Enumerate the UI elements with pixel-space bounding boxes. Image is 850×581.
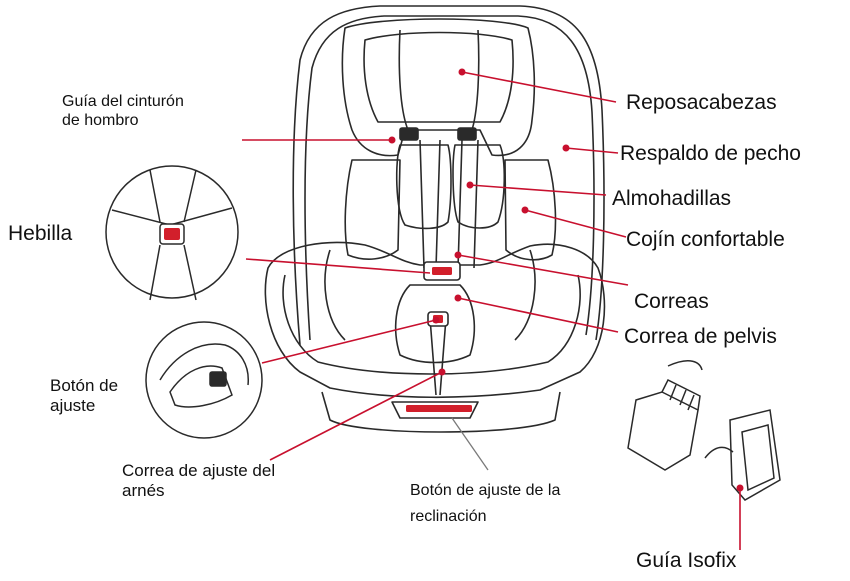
adjust-button-inset <box>145 321 263 439</box>
dot-guia-hombro <box>388 136 396 144</box>
label-correas: Correas <box>634 290 709 313</box>
label-cojin: Cojín confortable <box>626 228 785 251</box>
label-correa-pelvis: Correa de pelvis <box>624 325 777 348</box>
label-correa-arnes: Correa de ajuste del arnés <box>122 461 276 501</box>
label-hebilla: Hebilla <box>8 222 73 245</box>
leader-correas <box>457 254 629 286</box>
leader-correa-arnes <box>269 371 443 461</box>
leader-lines <box>242 71 741 550</box>
dot-correa-pelvis <box>454 294 462 302</box>
label-boton-reclinacion: Botón de ajuste de la reclinación <box>410 482 561 526</box>
dot-respaldo <box>562 144 570 152</box>
dot-reposacabezas <box>458 68 466 76</box>
label-reposacabezas: Reposacabezas <box>626 91 777 114</box>
leader-dots <box>388 68 744 492</box>
leader-cojin <box>524 209 627 238</box>
buckle-inset <box>105 165 239 301</box>
leader-almohadillas <box>469 184 607 196</box>
car-seat-illustration <box>264 5 606 433</box>
dot-correas <box>454 251 462 259</box>
leader-boton-ajuste <box>261 319 437 364</box>
dot-isofix <box>736 484 744 492</box>
leader-correa-pelvis <box>457 297 619 333</box>
label-respaldo: Respaldo de pecho <box>620 142 801 165</box>
dot-correa-arnes <box>438 368 446 376</box>
leader-respaldo <box>565 147 619 154</box>
dot-boton-ajuste <box>432 316 440 324</box>
dot-almohadillas <box>466 181 474 189</box>
isofix-illustration <box>627 360 781 501</box>
leader-hebilla <box>245 258 431 274</box>
label-guia-isofix: Guía Isofix <box>636 549 737 572</box>
label-boton-ajuste: Botón de ajuste <box>50 376 119 416</box>
label-guia-hombro: Guía del cinturón de hombro <box>62 93 184 129</box>
leader-boton-reclinacion <box>451 417 489 471</box>
dot-cojin <box>521 206 529 214</box>
leader-reposacabezas <box>461 71 617 103</box>
label-almohadillas: Almohadillas <box>612 187 732 210</box>
